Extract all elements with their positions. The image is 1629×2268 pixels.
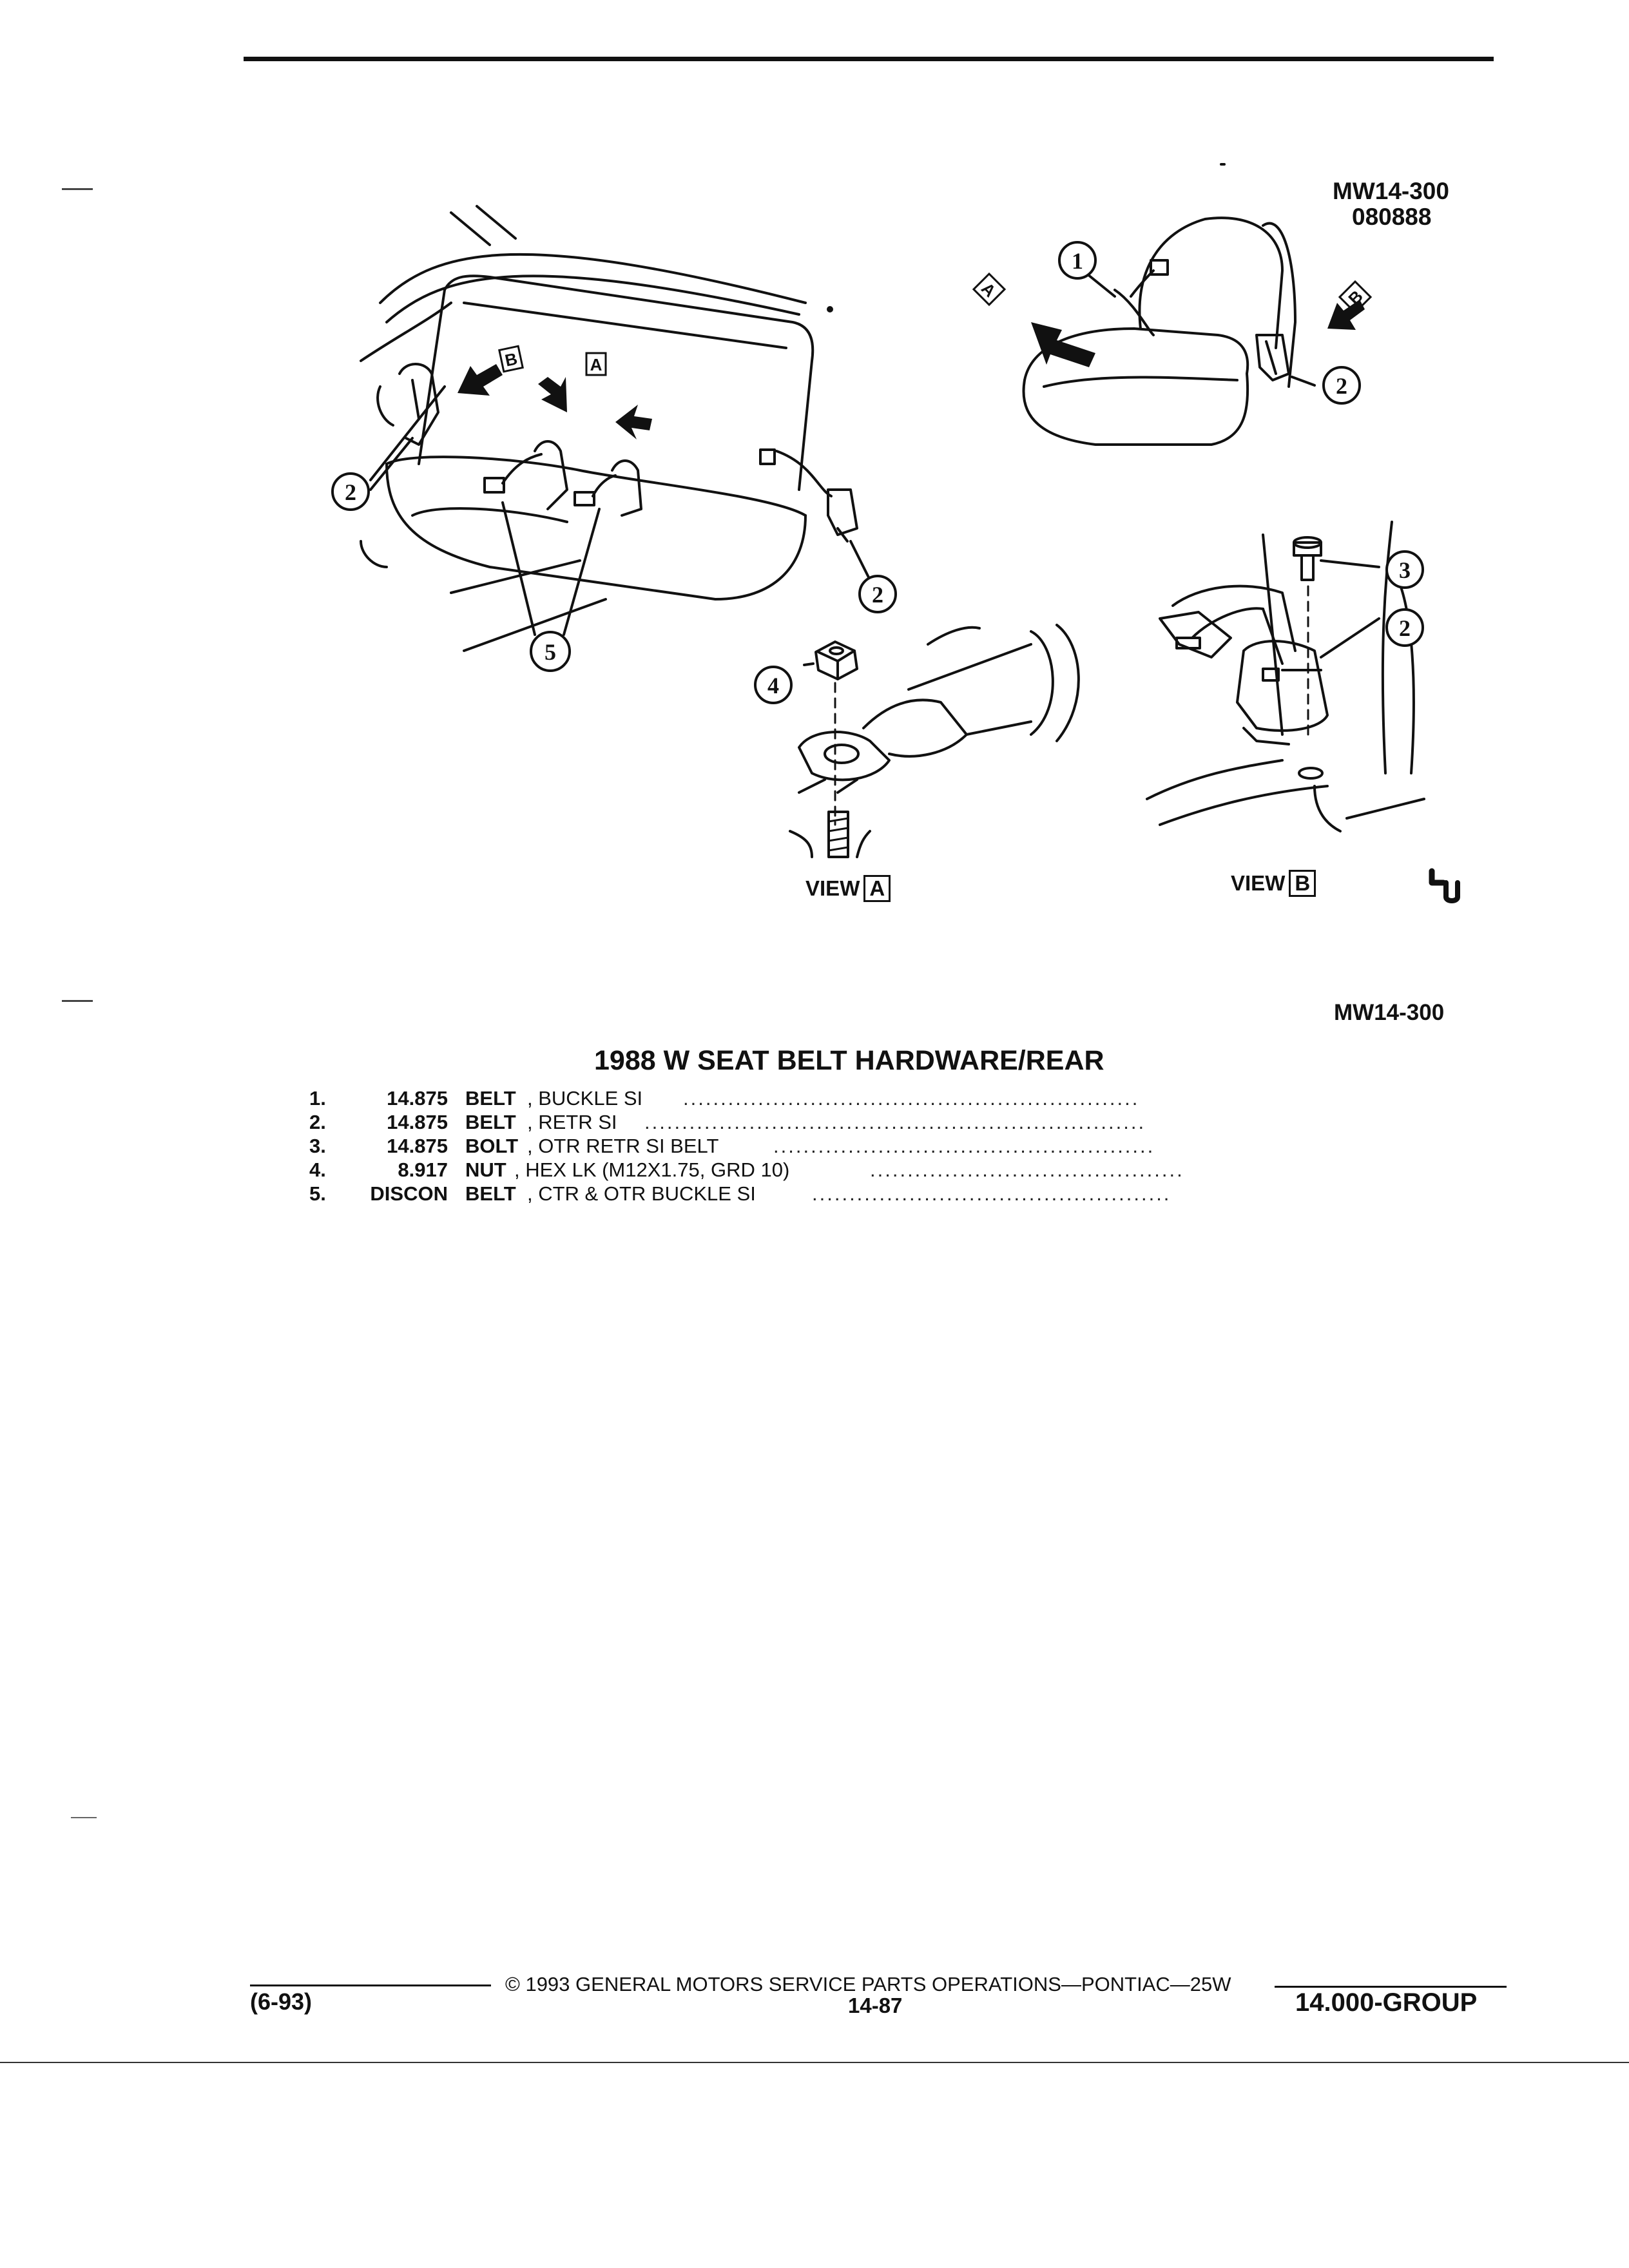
- direction-arrow: [615, 405, 652, 439]
- direction-arrow: [538, 377, 567, 412]
- callout-5: 5: [545, 639, 556, 665]
- list-item: 1. 14.875 BELT , BUCKLE SI .............…: [309, 1087, 1140, 1110]
- leader-dots: ........................................…: [773, 1135, 1155, 1157]
- leader-dots: ........................................…: [683, 1087, 1140, 1110]
- arrow-letter-b: B: [503, 349, 519, 370]
- margin-mark: [71, 1817, 97, 1818]
- direction-arrow: [458, 364, 503, 396]
- leader-dots: ........................................…: [812, 1182, 1171, 1205]
- leader-dots: ........................................…: [644, 1111, 1146, 1133]
- callout-2: 2: [872, 582, 883, 608]
- direction-arrow: [1327, 300, 1365, 330]
- margin-mark: [62, 1000, 93, 1002]
- list-item: 3. 14.875 BOLT , OTR RETR SI BELT ......…: [309, 1135, 1155, 1157]
- figure-ref-date: 080888: [1352, 204, 1432, 230]
- direction-arrow: [1031, 322, 1095, 367]
- front-seat-drawing: [1022, 163, 1296, 446]
- callout-2: 2: [1399, 615, 1411, 641]
- callout-4: 4: [767, 673, 779, 698]
- view-a-letter: A: [863, 875, 891, 902]
- arrow-letter-a: A: [590, 355, 602, 374]
- view-b-letter: B: [1289, 870, 1316, 897]
- seat-belt-illustration: B A A B 2 2 5 1 2 4 3 2: [331, 163, 1460, 903]
- caption-ref-code: MW14-300: [1334, 1000, 1445, 1025]
- footer-rule-right: [1275, 1986, 1507, 1988]
- figure-ref-code: MW14-300: [1333, 178, 1449, 204]
- view-a-drawing: [789, 624, 1080, 858]
- page-number: 14-87: [848, 1994, 903, 2017]
- footer-date: (6-93): [250, 1988, 313, 2015]
- footer-rule-left: [250, 1984, 491, 1986]
- margin-mark: [62, 188, 93, 190]
- page-title: 1988 W SEAT BELT HARDWARE/REAR: [594, 1045, 1104, 1076]
- callout-2: 2: [345, 479, 356, 505]
- footer-copyright: © 1993 GENERAL MOTORS SERVICE PARTS OPER…: [505, 1973, 1231, 1995]
- rear-seat-drawing: [360, 205, 858, 652]
- callout-1: 1: [1072, 248, 1083, 274]
- callout-2: 2: [1336, 373, 1347, 399]
- parts-list: 1. 14.875 BELT , BUCKLE SI .............…: [309, 1086, 1353, 1206]
- list-item: 4. 8.917 NUT , HEX LK (M12X1.75, GRD 10)…: [309, 1158, 1184, 1181]
- view-b-drawing: [1146, 521, 1425, 832]
- leader-dots: ........................................…: [870, 1158, 1184, 1181]
- top-rule: [244, 57, 1494, 61]
- bottom-scan-line: [0, 2062, 1629, 2063]
- callout-3: 3: [1399, 557, 1411, 583]
- list-item: 5. DISCON BELT , CTR & OTR BUCKLE SI ...…: [309, 1182, 1171, 1205]
- footer-group: 14.000-GROUP: [1295, 1988, 1478, 2017]
- list-item: 2. 14.875 BELT , RETR SI ...............…: [309, 1111, 1146, 1133]
